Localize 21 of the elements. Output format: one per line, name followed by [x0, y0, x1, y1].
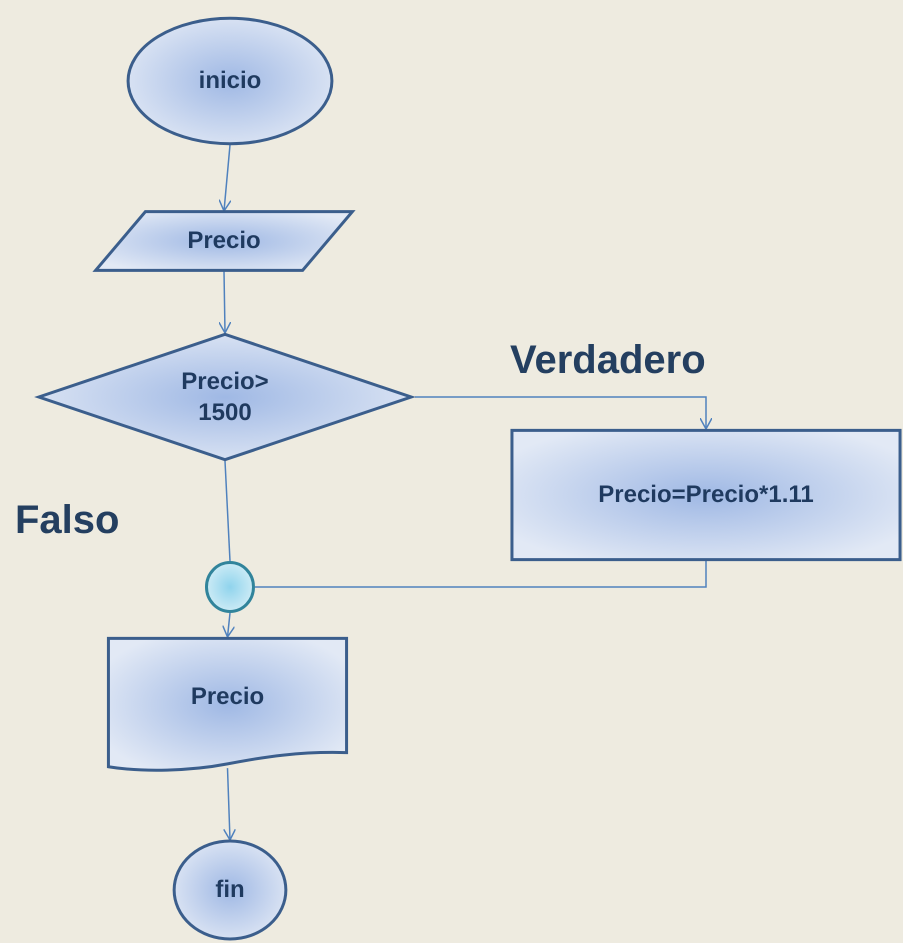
arrow — [222, 612, 236, 638]
end-circle — [173, 840, 287, 940]
node-label: Precio=Precio*1.11 — [598, 480, 814, 510]
branch-label: Falso — [15, 497, 120, 544]
arrow — [222, 768, 236, 841]
node-label: fin — [215, 875, 245, 906]
input-parallelogram — [93, 211, 355, 271]
process-box — [510, 429, 902, 561]
node-label: Precio — [190, 682, 264, 712]
node-label: inicio — [198, 66, 262, 96]
connector-circle — [205, 561, 255, 613]
connector-line — [255, 561, 707, 588]
branch-label: Verdadero — [510, 337, 706, 384]
arrow — [218, 144, 232, 212]
connector-line — [224, 460, 231, 562]
arrow — [415, 396, 713, 430]
arrow — [218, 270, 232, 334]
start-ellipse — [126, 17, 334, 145]
node-label: Precio> 1500 — [180, 366, 270, 428]
node-label: Precio — [187, 226, 261, 256]
decision-diamond — [35, 333, 415, 461]
